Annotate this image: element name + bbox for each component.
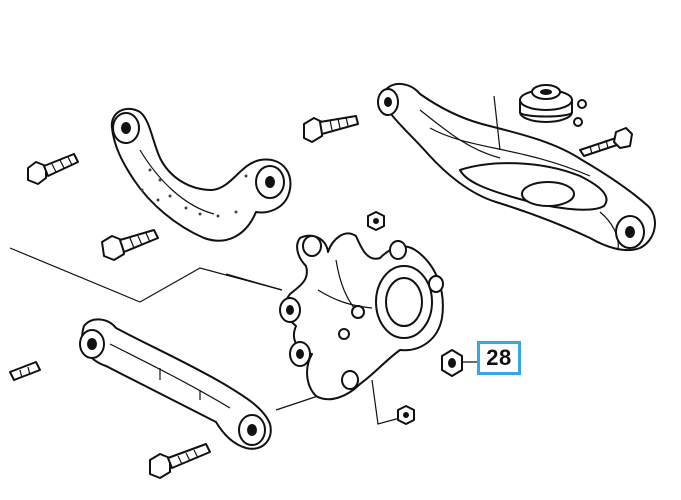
lower-control-arm-icon	[377, 83, 656, 252]
bolt-icon	[101, 229, 159, 261]
hex-nut-icon	[441, 349, 463, 377]
bolt-icon	[27, 153, 79, 185]
bolt-icon	[149, 443, 211, 479]
bolt-icon	[579, 127, 633, 157]
bushing-mount-icon	[519, 84, 587, 127]
hex-nut-icon	[397, 405, 415, 425]
hex-nut-icon	[367, 211, 385, 231]
part-callout-28[interactable]: 28	[477, 341, 521, 375]
knuckle-icon	[279, 232, 444, 401]
bolt-icon	[303, 115, 359, 143]
upper-control-arm-icon	[110, 107, 292, 242]
trailing-arm-icon	[79, 318, 272, 450]
part-number-label: 28	[486, 345, 512, 370]
bolt-icon	[9, 361, 41, 381]
